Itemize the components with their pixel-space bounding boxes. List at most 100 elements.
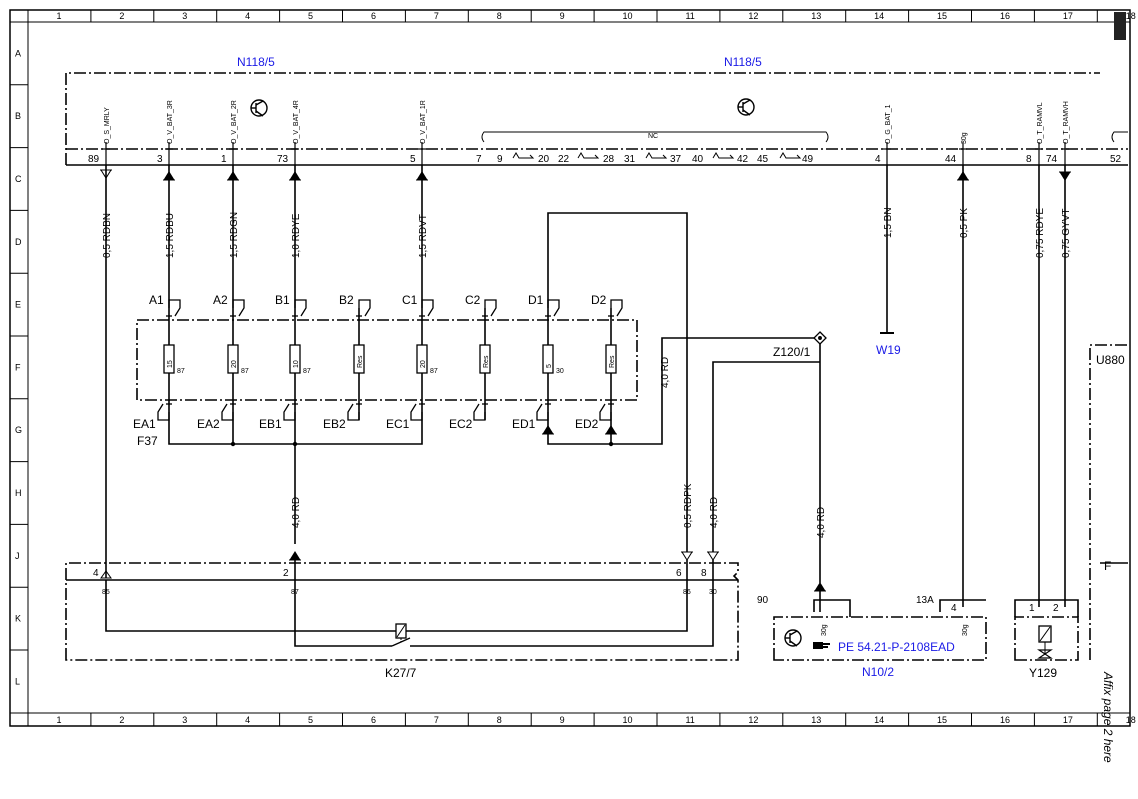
n118-5-connector-strip <box>66 148 1128 166</box>
column-number: 9 <box>560 11 565 21</box>
column-number: 1 <box>56 11 61 21</box>
n118-pin-28: 28 <box>603 154 615 165</box>
affix-note: Affix page 2 here <box>1101 671 1115 763</box>
n118-pin-9: 9 <box>497 154 503 165</box>
n118-pin-22: 22 <box>558 154 570 165</box>
column-number: 18 <box>1126 11 1136 21</box>
n118-pin-45: 45 <box>757 154 769 165</box>
nc-bracket <box>481 131 1128 143</box>
k27-pin-2: 2 <box>283 568 289 579</box>
wire-label-rdbu: 1,5 RDBU <box>165 213 176 258</box>
fuse-top-label: D2 <box>591 293 607 307</box>
n118-pin-ticks <box>102 142 1069 165</box>
row-letter: C <box>15 174 22 184</box>
column-number: 8 <box>497 11 502 21</box>
mid-arrows <box>100 551 826 592</box>
u880-housing <box>1089 344 1128 660</box>
row-letter: D <box>15 237 22 247</box>
y129-pin-2: 2 <box>1053 603 1059 614</box>
bus-junction-dots <box>230 441 614 447</box>
f-label-right: F <box>1104 559 1111 573</box>
n10-2-label: N10/2 <box>862 665 894 679</box>
column-number: 6 <box>371 715 376 725</box>
row-letter: A <box>15 48 21 58</box>
column-number: 11 <box>685 715 694 725</box>
column-number: 11 <box>685 11 694 21</box>
column-number: 16 <box>1000 715 1010 725</box>
k27-term-87: 87 <box>291 589 299 596</box>
wire-label-40rd-n10: 4,0 RD <box>816 507 827 538</box>
column-number: 1 <box>56 715 61 725</box>
n118-pin-3: 3 <box>157 154 163 165</box>
n118-pin-20: 20 <box>538 154 550 165</box>
fuse-terminal: 30 <box>556 368 564 375</box>
n118-pin-31: 31 <box>624 154 636 165</box>
n118-pin-42: 42 <box>737 154 749 165</box>
fuse-bottom-label: EA2 <box>197 417 220 431</box>
n118-5-label-left: N118/5 <box>237 55 275 69</box>
signal-s-mrly: O_S_MRLY <box>104 107 111 144</box>
column-number: 7 <box>434 11 439 21</box>
column-number: 6 <box>371 11 376 21</box>
row-letter: F <box>15 362 21 372</box>
u880-label: U880 <box>1096 353 1125 367</box>
fuse-rating: 20 <box>231 360 238 368</box>
fuse-bottom-label: EC2 <box>449 417 473 431</box>
signal-v-bat-2r: O_V_BAT_2R <box>231 100 238 144</box>
wire-label-bn: 1,5 BN <box>883 207 894 238</box>
fuse-terminal: 87 <box>241 368 249 375</box>
fuse-rating: 5 <box>546 364 553 368</box>
k27-term-85: 85 <box>102 589 110 596</box>
n10-2-reference-link[interactable]: PE 54.21-P-2108EAD <box>838 640 955 654</box>
fuse-bottom-label: EB1 <box>259 417 282 431</box>
signal-v-bat-3r: O_V_BAT_3R <box>167 100 174 144</box>
row-letter: B <box>15 111 21 121</box>
n118-pin-4: 4 <box>875 154 881 165</box>
fuse-top-label: D1 <box>528 293 544 307</box>
y129-housing <box>1014 599 1079 661</box>
n118-pin-37: 37 <box>670 154 682 165</box>
row-letter: E <box>15 300 21 310</box>
fuse-top-label: B2 <box>339 293 354 307</box>
k27-7-housing <box>65 562 739 661</box>
fuse-rating: 20 <box>420 360 427 368</box>
f37-fuse-box <box>136 319 638 401</box>
column-number: 15 <box>937 11 947 21</box>
wire-label-rdvt: 1,5 RDVT <box>418 214 429 258</box>
row-letter: J <box>15 551 20 561</box>
fuse-rating: Res <box>357 355 364 368</box>
nc-label: NC <box>648 133 658 140</box>
column-number: 10 <box>623 11 633 21</box>
fuse-terminal: 87 <box>430 368 438 375</box>
fuse-top-label: A2 <box>213 293 228 307</box>
fuse-terminal: 87 <box>303 368 311 375</box>
n118-pin-5: 5 <box>410 154 416 165</box>
column-number: 12 <box>748 11 758 21</box>
n10-pin-90: 90 <box>757 595 769 606</box>
fuse-top-label: C1 <box>402 293 418 307</box>
n10-signal-30g-b: 30g <box>962 624 969 636</box>
k27-pin-4: 4 <box>93 568 99 579</box>
column-number: 10 <box>623 715 633 725</box>
fuse-bottom-label: EA1 <box>133 417 156 431</box>
wire-label-40rd-z120: 4,0 RD <box>660 357 671 388</box>
wire-label-40rd-k27: 4,0 RD <box>709 497 720 528</box>
n118-pin-89: 89 <box>88 154 100 165</box>
k27-term-86: 86 <box>683 589 691 596</box>
fuse-top-label: C2 <box>465 293 481 307</box>
z120-1-splice-icon <box>813 331 827 345</box>
signal-v-bat-1r: O_V_BAT_1R <box>420 100 427 144</box>
transistor-icon <box>784 629 802 647</box>
column-number: 14 <box>874 715 884 725</box>
signal-30g: 30g <box>961 132 968 144</box>
n10-2-housing <box>773 599 987 661</box>
column-number: 13 <box>811 715 821 725</box>
column-number: 15 <box>937 715 947 725</box>
wire-label-rdye: 1,0 RDYE <box>291 213 302 258</box>
column-number: 17 <box>1063 11 1073 21</box>
fuse-rating: Res <box>609 355 616 368</box>
fuse-terminal: 87 <box>177 368 185 375</box>
fuse-bottom-label: EB2 <box>323 417 346 431</box>
